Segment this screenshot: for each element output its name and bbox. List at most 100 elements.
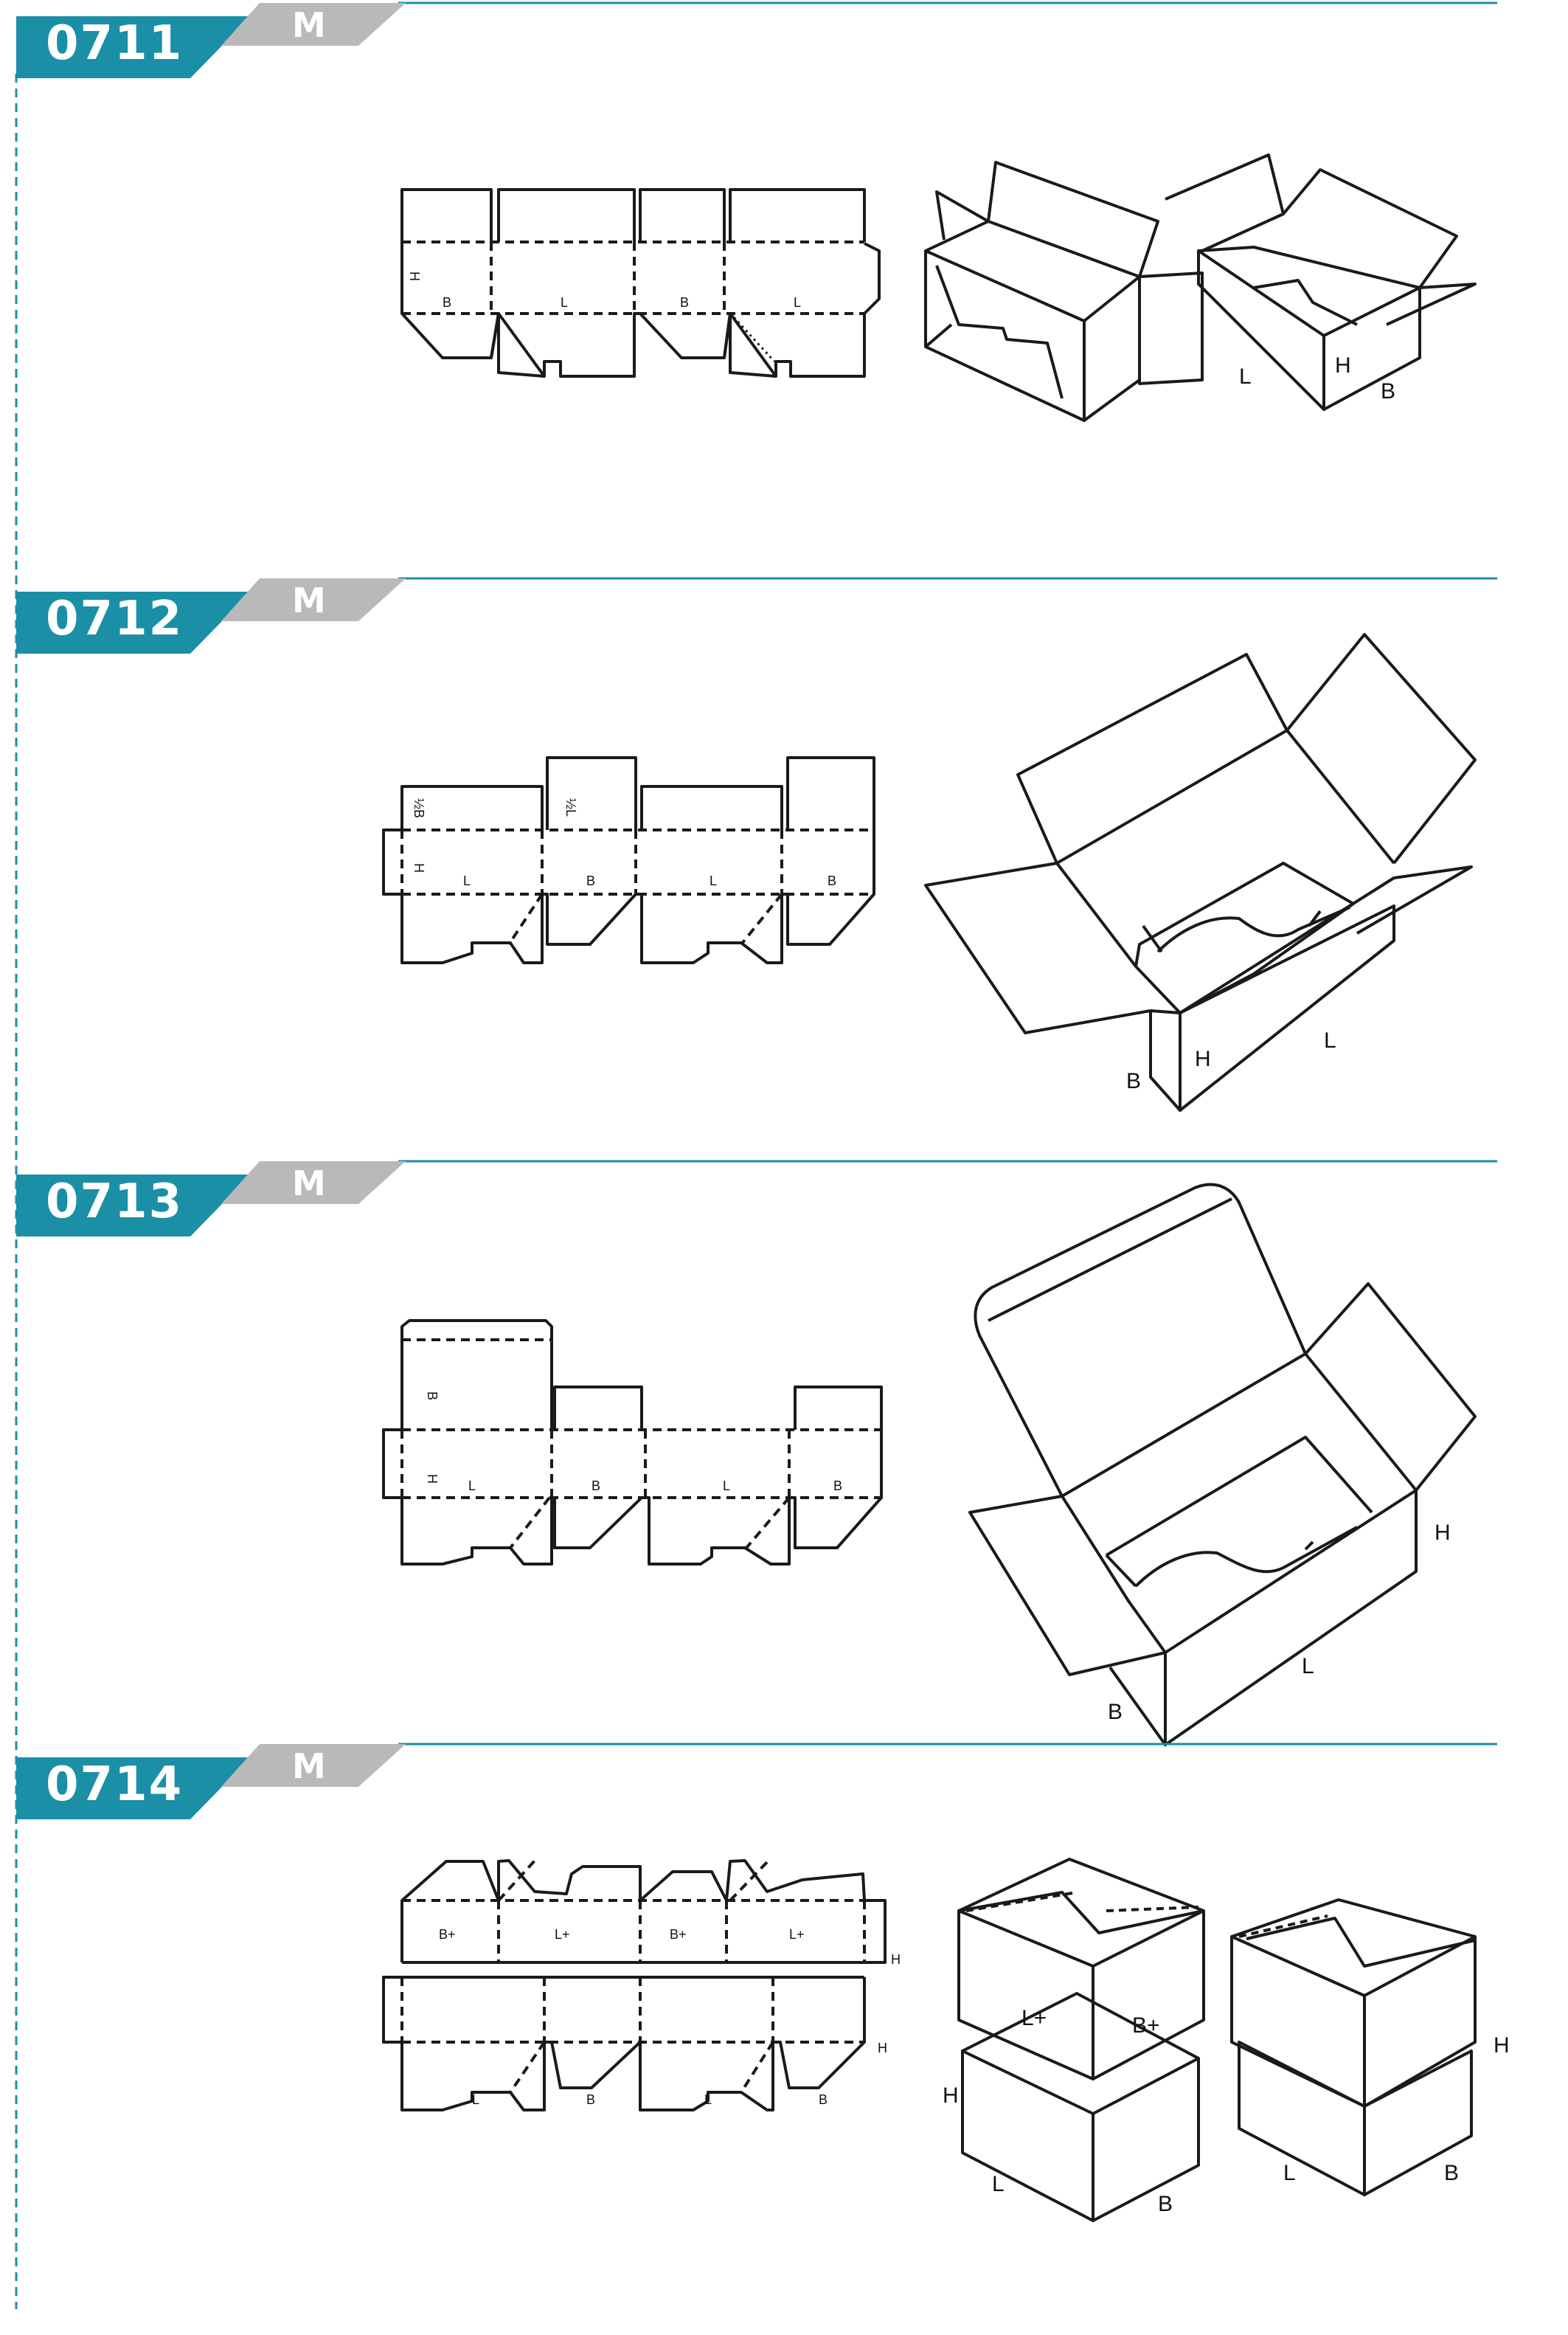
iso-label-h1: H — [943, 2083, 959, 2108]
dim-label-b1: B — [586, 2092, 595, 2107]
fold-lines — [400, 1338, 881, 1549]
code-tab — [16, 1175, 251, 1236]
dim-label-h: H — [407, 271, 422, 281]
code-tab — [16, 16, 251, 78]
box-side — [1179, 904, 1395, 1112]
top-flap-2 — [497, 188, 636, 242]
flat-blank-diagram: B H L B L B — [382, 1319, 883, 1566]
dim-label-b1: B — [586, 874, 595, 888]
dim-label-bflap: B — [425, 1391, 440, 1400]
flat-blank-diagram: H B L B L — [400, 188, 881, 378]
box-left-end — [1083, 275, 1141, 422]
iso-label-h: H — [1335, 353, 1351, 378]
badge-tab — [221, 3, 406, 46]
box-side — [1164, 1489, 1418, 1746]
lid-side — [1363, 1935, 1477, 2108]
lid-top — [958, 1858, 1204, 1912]
flap-left — [968, 1495, 1166, 1676]
top-flap-3 — [639, 188, 726, 242]
body-outline — [400, 242, 881, 378]
flap-front-left — [1109, 1653, 1167, 1746]
bottom-edge-1 — [490, 312, 545, 378]
flap-right-back — [1165, 153, 1285, 252]
iso-label-l2: L — [1283, 2161, 1296, 2185]
iso-label-b2: B — [1444, 2161, 1459, 2185]
style-badge: M — [292, 1746, 326, 1786]
lid-fold-1 — [965, 1891, 1078, 1912]
code-tab — [16, 1757, 251, 1819]
assembled-box-illustration: H L B — [968, 1183, 1477, 1746]
diag-fold-2 — [745, 1496, 791, 1549]
box-right-top-inner — [1198, 246, 1420, 289]
style-badge: M — [292, 5, 326, 45]
top-flap-1 — [400, 1319, 553, 1430]
dim-label-l2: L — [723, 1478, 730, 1493]
dim-label-b2: B — [680, 295, 689, 310]
dim-label-bp2: B+ — [670, 1927, 687, 1942]
badge-tab — [221, 1744, 406, 1787]
flap-back-right — [1304, 1282, 1477, 1492]
dim-label-b2: B — [833, 1478, 842, 1493]
iso-label-l: L — [1324, 1028, 1336, 1053]
dim-label-halfb: ½B — [412, 798, 426, 818]
body-outline — [382, 829, 875, 964]
bottom-edge-2 — [723, 312, 777, 378]
flap-back-right — [1286, 633, 1477, 865]
box-right-end — [1322, 286, 1421, 411]
top-flap-1 — [400, 785, 544, 830]
flat-blank-diagram: ½B ½L H L B L B — [382, 756, 875, 964]
fold-lines — [400, 829, 874, 946]
lid-flap — [974, 1183, 1307, 1497]
inner-divider-1 — [1105, 1554, 1137, 1588]
dim-label-b2: B — [819, 2092, 828, 2107]
style-code: 0713 — [46, 1175, 183, 1229]
dim-label-l2: L — [704, 2092, 712, 2107]
base-side — [1363, 2049, 1473, 2196]
style-code: 0711 — [46, 16, 183, 71]
diag-fold-1 — [507, 893, 544, 946]
dim-label-h1: H — [891, 1952, 901, 1967]
dim-label-l1: L — [561, 295, 568, 310]
lid-fold — [1238, 1914, 1328, 1938]
dim-label-b2: B — [828, 874, 836, 888]
base-top — [962, 1992, 1199, 2060]
assembled-box-illustration: B H L — [924, 633, 1477, 1112]
section-0714: 0714 M B+ L+ B+ L+ H — [16, 1743, 1510, 2222]
flap-front — [1179, 865, 1473, 1014]
inner-divider-2 — [1308, 910, 1322, 927]
top-flap-2 — [546, 756, 637, 830]
code-tab — [16, 592, 251, 654]
dim-label-l1: L — [463, 874, 471, 888]
inner-divider-1 — [1142, 924, 1163, 953]
box-left-top — [925, 220, 1140, 278]
iso-label-bp: B+ — [1132, 2013, 1160, 2038]
dim-label-lp2: L+ — [789, 1927, 805, 1942]
iso-label-l1: L — [992, 2172, 1005, 2196]
dim-label-lp1: L+ — [555, 1927, 570, 1942]
style-code: 0714 — [46, 1757, 183, 1812]
iso-label-b: B — [1108, 1700, 1123, 1724]
top-flap-3 — [640, 785, 783, 830]
badge-tab — [221, 578, 406, 621]
style-badge: M — [292, 581, 326, 620]
style-badge: M — [292, 1163, 326, 1203]
flap-right-rear — [1282, 168, 1458, 289]
lid-dashed-folds — [1238, 1914, 1328, 1938]
diag-fold-2 — [740, 2041, 774, 2094]
flap-back — [987, 161, 1159, 277]
dim-label-h: H — [425, 1474, 440, 1484]
section-0713: 0713 M B H L B L B — [16, 1160, 1497, 1746]
top-flap-4 — [729, 188, 866, 242]
iso-label-b: B — [1126, 1069, 1141, 1093]
dim-label-l1: L — [468, 1478, 476, 1493]
flat-blank-base: L B L B H — [382, 1976, 887, 2111]
inner-floor — [1253, 279, 1358, 326]
iso-label-l: L — [1239, 364, 1252, 389]
lid-fold — [988, 1197, 1232, 1322]
top-flap-2 — [553, 1386, 643, 1430]
iso-label-lp: L+ — [1021, 2006, 1047, 2030]
diag-fold-1 — [497, 1859, 536, 1902]
base-front — [961, 2049, 1095, 2222]
section-header: 0714 M — [16, 1743, 1497, 1819]
flap-back — [1016, 653, 1288, 864]
